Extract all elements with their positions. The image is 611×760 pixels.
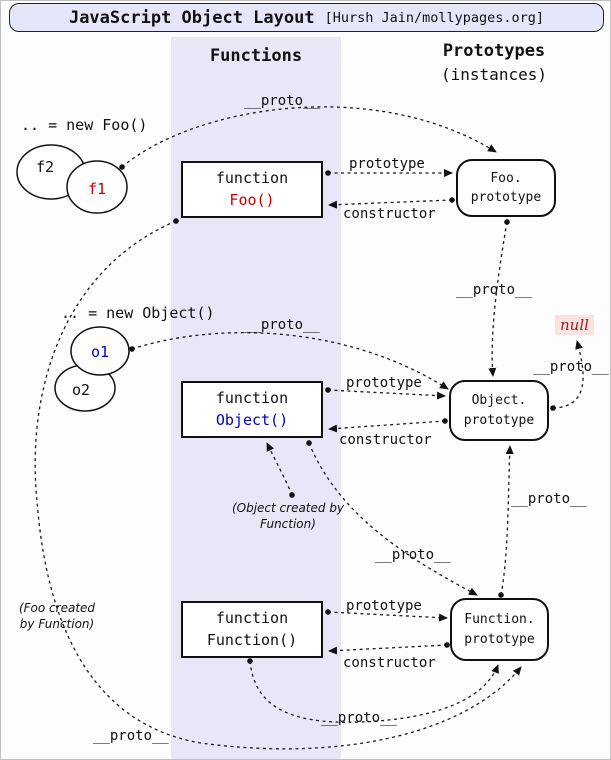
- function-foo-box: function Foo(): [181, 161, 323, 218]
- prototype-object-word: prototype: [463, 412, 535, 428]
- function-function-box: function Function(): [181, 601, 323, 658]
- function-foo-keyword: function: [215, 168, 289, 187]
- note-foo-created: (Foo created by Function): [7, 601, 107, 632]
- function-object-keyword: function: [215, 388, 289, 407]
- edge-proto-function-prototype-to-object-prototype: [498, 445, 514, 598]
- instance-o1-circle: [70, 326, 130, 376]
- edge-label-proto-f1: __proto__: [244, 93, 320, 109]
- prototype-object-owner: Object.: [471, 393, 527, 408]
- edge-label-proto-o1: __proto__: [244, 317, 320, 333]
- column-header-instances: (instances): [441, 65, 547, 84]
- edge-label-proto-null: __proto__: [533, 359, 609, 375]
- page-title: JavaScript Object Layout: [68, 7, 315, 28]
- null-badge: null: [555, 315, 594, 335]
- instance-o2-label: o2: [71, 381, 91, 399]
- edge-label-proto-fooproto: __proto__: [456, 282, 532, 298]
- function-function-keyword: function: [215, 608, 289, 627]
- edge-proto-function-fn-to-function-prototype: [247, 658, 499, 723]
- edge-label-prototype-object: prototype: [346, 375, 422, 391]
- instance-o1-label: o1: [90, 343, 110, 361]
- edge-label-proto-functionproto: __proto__: [511, 491, 587, 507]
- edge-label-constructor-function: constructor: [343, 655, 436, 671]
- label-new-foo: .. = new Foo(): [21, 116, 148, 134]
- label-new-object: .. = new Object(): [61, 304, 215, 322]
- function-object-name: Object(): [215, 410, 289, 429]
- function-function-name: Function(): [206, 630, 298, 649]
- edge-constructor-object-prototype-to-object-fn: [328, 418, 448, 433]
- column-header-functions: Functions: [209, 46, 303, 66]
- edge-label-prototype-function: prototype: [346, 598, 422, 614]
- note-foo-created-line2: by Function): [19, 616, 95, 631]
- prototype-foo-owner: Foo.: [490, 170, 522, 186]
- function-foo-name: Foo(): [229, 190, 275, 209]
- prototype-object-box: Object. prototype: [449, 380, 549, 441]
- edge-constructor-function-prototype-to-function-fn: [328, 642, 450, 655]
- edge-constructor-foo-prototype-to-foo-fn: [328, 197, 455, 209]
- prototype-foo-box: Foo. prototype: [456, 159, 556, 217]
- prototype-function-word: prototype: [464, 631, 535, 647]
- edge-note-object-created-to-object-fn: [266, 442, 295, 498]
- edge-label-proto-foofn: __proto__: [93, 728, 169, 744]
- note-foo-created-line1: (Foo created: [18, 601, 96, 615]
- instance-f1-label: f1: [87, 180, 107, 198]
- edge-label-prototype-foo: prototype: [349, 156, 425, 172]
- prototype-foo-word: prototype: [470, 190, 542, 205]
- title-credit: [Hursh Jain/mollypages.org]: [324, 9, 545, 26]
- instance-f2-label: f2: [35, 158, 55, 176]
- function-object-box: function Object(): [181, 381, 323, 438]
- prototype-function-box: Function. prototype: [450, 598, 549, 661]
- instance-f1-circle: [66, 160, 128, 214]
- edge-label-proto-functionfn: __proto__: [321, 710, 397, 726]
- prototype-function-owner: Function.: [464, 612, 535, 627]
- edge-proto-foo-fn-to-function-prototype: [34, 218, 522, 750]
- edge-proto-foo-prototype-to-object-prototype: [488, 219, 510, 377]
- note-object-created: (Object created by Function): [228, 501, 348, 532]
- note-object-created-line2: Function): [260, 516, 316, 531]
- column-header-prototypes: Prototypes: [442, 41, 546, 61]
- edge-proto-f1-to-foo-prototype: [119, 106, 497, 170]
- note-object-created-line1: (Object created by: [231, 501, 345, 515]
- edge-label-proto-objectfn: __proto__: [375, 547, 451, 563]
- edge-label-constructor-object: constructor: [339, 432, 432, 448]
- edge-label-constructor-foo: constructor: [343, 206, 436, 222]
- title-bar: JavaScript Object Layout [Hursh Jain/mol…: [9, 3, 604, 32]
